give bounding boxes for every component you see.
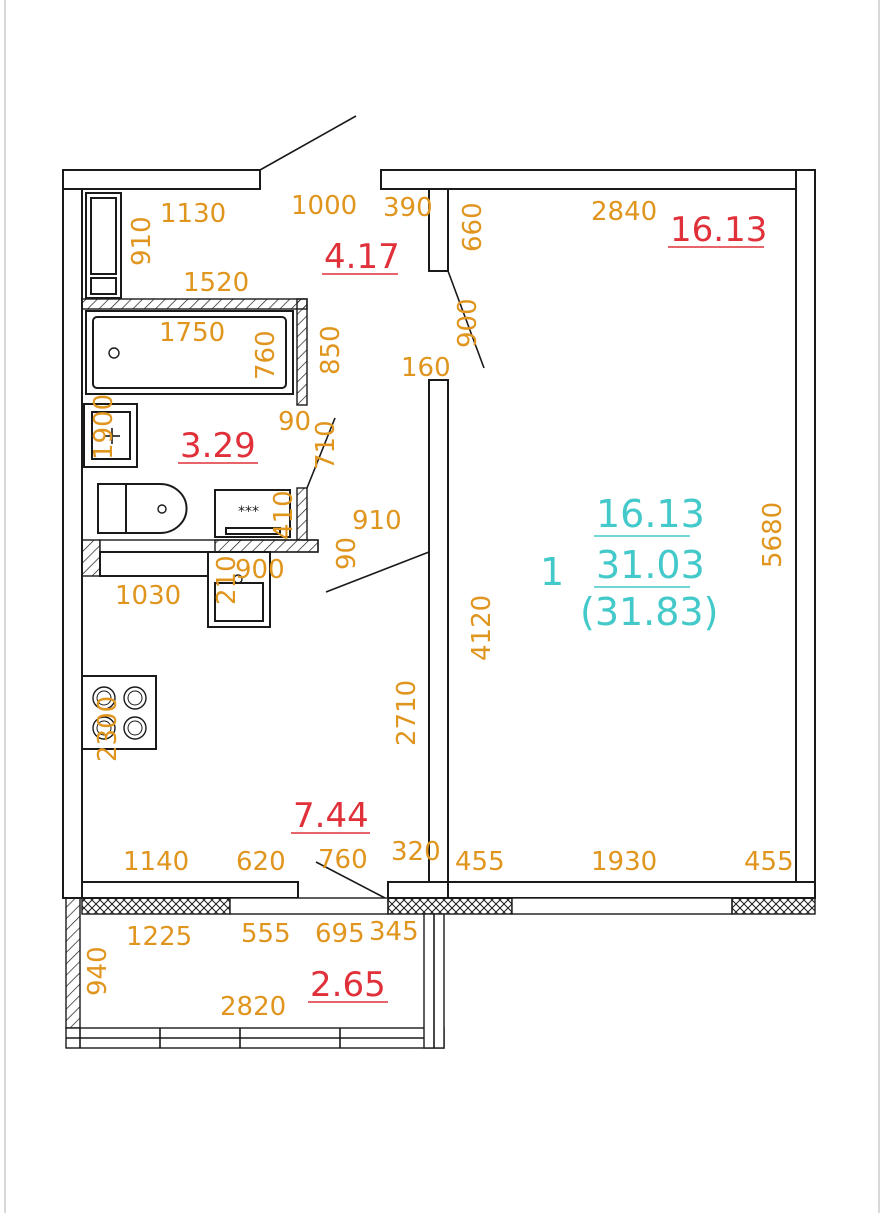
dimension: 410 — [269, 490, 299, 540]
dimension: 390 — [383, 193, 433, 223]
dimension: 760 — [251, 330, 281, 380]
dimension: 710 — [311, 420, 341, 470]
dimension: 900 — [453, 298, 483, 348]
dimension: 2300 — [93, 696, 123, 762]
dimension: 660 — [458, 202, 488, 252]
area-bathroom: 3.29 — [180, 426, 256, 466]
dimension-labels: 1130 1000 390 660 2840 910 1520 1750 760… — [83, 191, 794, 1022]
dimension: 320 — [391, 837, 441, 867]
dimension: 1225 — [126, 922, 192, 952]
rooms-count: 1 — [540, 550, 564, 594]
dimension: 2710 — [392, 680, 422, 746]
dimension: 910 — [352, 506, 402, 536]
dimension: 90 — [278, 407, 311, 437]
page-frame — [4, 0, 880, 1213]
toilet — [97, 483, 188, 534]
area-summary: 1 16.13 31.03 (31.83) — [540, 492, 718, 634]
area-balcony: 2.65 — [310, 965, 386, 1005]
dimension: 1130 — [160, 199, 226, 229]
dimension: 1520 — [183, 268, 249, 298]
balcony-door — [315, 861, 386, 899]
living-area: 16.13 — [596, 492, 705, 536]
dimension: 455 — [744, 847, 794, 877]
dimension: 1750 — [159, 318, 225, 348]
dimension: 4120 — [467, 595, 497, 661]
dimension: 900 — [235, 555, 285, 585]
dimension: 1140 — [123, 847, 189, 877]
bathroom-walls — [81, 298, 319, 577]
dimension: 850 — [316, 325, 346, 375]
dimension: 345 — [369, 917, 419, 947]
stove — [81, 675, 157, 750]
bathroom-door — [306, 417, 336, 489]
dimension: 1900 — [89, 394, 119, 460]
total-area-with-balcony: (31.83) — [580, 590, 718, 634]
dimension: 2820 — [220, 992, 286, 1022]
sink-mark: *** — [238, 504, 259, 520]
sink-cabinet: *** — [214, 489, 291, 538]
dimension: 760 — [318, 845, 368, 875]
area-kitchen: 7.44 — [293, 796, 369, 836]
dimension: 160 — [401, 353, 451, 383]
area-hall: 4.17 — [324, 237, 400, 277]
living-room-door — [447, 270, 485, 369]
kitchen-door — [325, 551, 430, 593]
partition-walls — [428, 188, 449, 883]
area-living-room: 16.13 — [670, 210, 767, 250]
dimension: 90 — [332, 537, 362, 570]
balcony — [65, 897, 816, 1049]
dimension: 1930 — [591, 847, 657, 877]
dimension: 210 — [212, 555, 242, 605]
dimension: 555 — [241, 919, 291, 949]
dimension: 1000 — [291, 191, 357, 221]
dimension: 620 — [236, 847, 286, 877]
washbasin — [83, 403, 138, 468]
dimension: 1030 — [115, 581, 181, 611]
dimension: 910 — [127, 216, 157, 266]
dimension: 5680 — [758, 502, 788, 568]
area-labels: 4.17 16.13 3.29 7.44 2.65 — [178, 210, 767, 1005]
total-area: 31.03 — [596, 543, 705, 587]
dimension: 2840 — [591, 197, 657, 227]
washing-counter — [99, 551, 209, 577]
kitchen-sink — [207, 551, 271, 628]
dimension: 940 — [83, 946, 113, 996]
entrance-door — [259, 115, 357, 171]
dimension: 695 — [315, 919, 365, 949]
wardrobe — [85, 192, 122, 299]
dimension: 455 — [455, 847, 505, 877]
bathtub — [85, 310, 294, 395]
